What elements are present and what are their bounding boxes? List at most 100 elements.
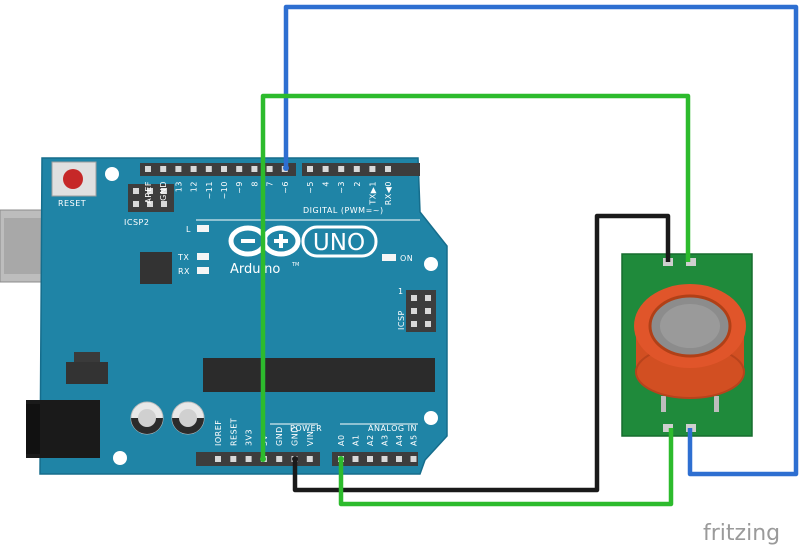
digital-header-right	[302, 163, 420, 176]
power-header	[196, 452, 320, 466]
pin-label: IOREF	[214, 420, 223, 446]
capacitor-icon	[130, 401, 164, 435]
pin-label: ~9	[235, 181, 244, 194]
icsp-pin1-label: 1	[398, 287, 404, 296]
pin-label: RX◀0	[384, 181, 393, 205]
pin-label: A2	[366, 434, 375, 446]
header-pin-hole	[266, 166, 273, 172]
reset-label: RESET	[58, 199, 86, 208]
header-pin-hole	[251, 166, 258, 172]
dc-power-jack-front	[26, 404, 40, 454]
header-pin-hole	[367, 456, 373, 462]
power-label: POWER	[290, 424, 322, 433]
header-pin-hole	[160, 166, 167, 172]
header-pin-hole	[381, 456, 388, 462]
voltage-regulator-tab	[74, 352, 100, 362]
pin-label: A3	[381, 434, 390, 446]
green-wire-power	[260, 93, 691, 459]
pin-label: GND	[275, 426, 284, 446]
model-label: UNO	[313, 230, 365, 256]
header-pin-hole	[230, 456, 237, 462]
pin-label: ~11	[205, 181, 214, 199]
icsp2-header	[128, 184, 174, 212]
pin-label: 13	[174, 181, 183, 192]
pin-label: A4	[395, 434, 404, 446]
pin-label: 2	[353, 181, 362, 187]
header-pin-hole	[352, 456, 359, 462]
header-pin-hole	[205, 166, 212, 172]
header-pin-hole	[190, 166, 197, 172]
header-pin-hole	[353, 166, 360, 172]
header-pin-hole	[175, 166, 182, 172]
pin-label: 3V3	[245, 429, 254, 446]
wire-end	[283, 165, 289, 171]
digital-header-pins	[145, 166, 391, 172]
sensor-pin	[686, 258, 696, 266]
blue-wire	[283, 4, 799, 477]
header-pin-hole	[306, 456, 313, 462]
led-rx-label: RX	[178, 267, 190, 276]
icsp-header	[406, 290, 436, 332]
wires	[260, 4, 799, 507]
header-pin-hole	[338, 166, 345, 172]
pin-label: 8	[250, 181, 259, 187]
header-pin-hole	[276, 456, 283, 462]
header-pin-hole	[369, 166, 376, 172]
pin-label: AREF	[144, 181, 153, 204]
wire-end	[338, 456, 344, 462]
led-tx-label: TX	[177, 253, 189, 262]
wire-end	[260, 456, 266, 462]
led-rx	[197, 267, 209, 274]
fritzing-watermark: fritzing	[703, 521, 780, 546]
sensor-pin	[663, 424, 673, 432]
green-wire-signal	[338, 428, 674, 507]
icsp2-label: ICSP2	[124, 218, 149, 227]
pin-label: 12	[190, 181, 199, 192]
header-pin-hole	[221, 166, 227, 172]
pin-label: 4	[322, 181, 331, 187]
led-on-label: ON	[400, 254, 413, 263]
icsp-header-pins	[411, 295, 431, 327]
pin-label: ~5	[306, 181, 315, 194]
voltage-regulator	[66, 362, 108, 384]
analog-label: ANALOG IN	[368, 424, 417, 433]
header-pin-hole	[322, 166, 329, 172]
pin-label: RESET	[229, 418, 238, 446]
header-pin-hole	[236, 166, 243, 172]
analog-header	[332, 452, 418, 466]
header-pin-hole	[396, 456, 402, 462]
capacitor-icon	[171, 401, 205, 435]
header-pin-hole	[215, 456, 221, 462]
mounting-hole	[424, 257, 438, 271]
mounting-hole	[105, 167, 119, 181]
sensor-leg	[714, 396, 719, 412]
pin-label: ~6	[281, 181, 290, 194]
header-pin-hole	[385, 166, 391, 172]
led-l	[197, 225, 209, 232]
uno-badge	[301, 225, 378, 258]
header-pin-hole	[245, 456, 252, 462]
trademark: TM	[291, 262, 299, 268]
gas-sensor-module	[621, 253, 753, 437]
pin-label: GND	[159, 181, 168, 201]
black-wire-ground	[292, 213, 671, 493]
reset-button	[63, 169, 83, 189]
pin-label: 7	[266, 181, 275, 187]
sensor-leg	[661, 396, 666, 412]
led-l-label: L	[186, 225, 191, 234]
icsp-label: ICSP	[397, 310, 406, 330]
led-on	[382, 254, 396, 261]
pin-label: A0	[337, 434, 346, 446]
mounting-hole	[113, 451, 127, 465]
pin-label: GND	[291, 426, 300, 446]
header-pin-hole	[410, 456, 417, 462]
header-pin-hole	[145, 166, 151, 172]
wire-end	[292, 456, 298, 462]
pin-label: VIN	[306, 431, 315, 446]
pin-label: A5	[410, 434, 419, 446]
pin-label: ~10	[220, 181, 229, 199]
mounting-hole	[424, 411, 438, 425]
